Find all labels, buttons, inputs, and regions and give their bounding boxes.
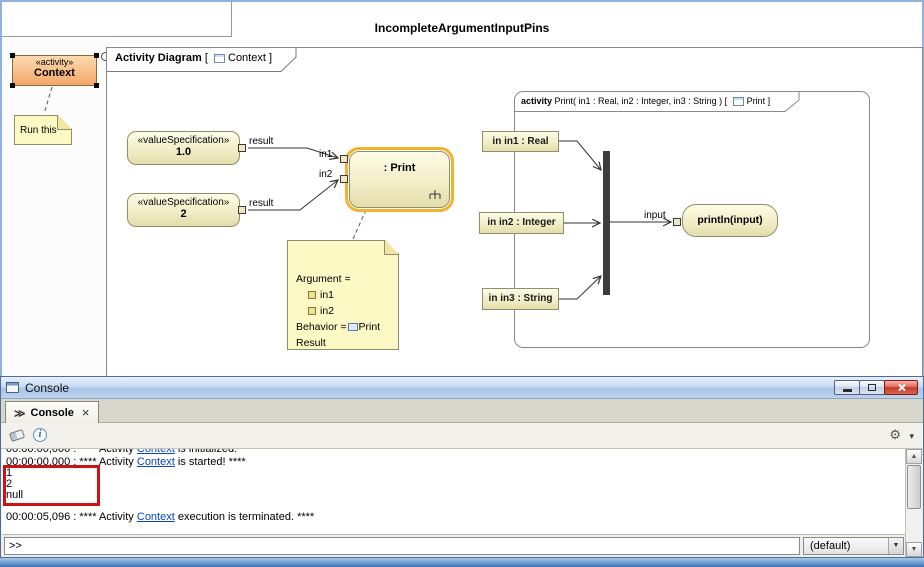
line-text: 00:00:05,096 : **** Activity	[6, 511, 137, 523]
window-buttons	[835, 380, 918, 395]
taskbar-strip	[0, 558, 924, 567]
selection-handle[interactable]	[10, 83, 15, 88]
context-stereotype: «activity»	[13, 57, 96, 67]
console-icon	[6, 382, 19, 393]
note-result-label: Result	[296, 335, 392, 351]
scrollbar-thumb[interactable]	[907, 465, 921, 509]
containment-area: «activity» Context Run this	[2, 37, 106, 378]
note-argument-in2: in2	[320, 303, 334, 319]
page-title: IncompleteArgumentInputPins	[2, 21, 922, 35]
result-pin[interactable]	[238, 206, 246, 214]
console-tab-label: Console	[31, 407, 74, 419]
context-anchor-line	[2, 37, 106, 378]
parameter-node-in1[interactable]: in in1 : Real	[482, 131, 559, 152]
input-edge-label: input	[644, 210, 666, 221]
selection-handle[interactable]	[94, 53, 99, 58]
console-titlebar[interactable]: Console	[1, 377, 923, 399]
value-label: 1.0	[128, 146, 239, 158]
minimize-icon	[843, 389, 852, 392]
scroll-up-icon[interactable]: ▲	[906, 449, 922, 464]
context-dropdown[interactable]: (default) ▼	[803, 537, 904, 555]
clear-console-icon[interactable]	[9, 429, 25, 442]
run-note-text: Run this	[20, 125, 57, 136]
note-argument-in1: in1	[320, 287, 334, 303]
result-pin-label: result	[249, 198, 273, 209]
console-window-title: Console	[25, 381, 69, 395]
console-tab-icon: ≫	[14, 407, 26, 420]
console-prompt-input[interactable]: >>	[4, 537, 800, 555]
pin-icon	[308, 291, 316, 299]
minimize-button[interactable]	[834, 380, 860, 395]
fork-node[interactable]	[603, 151, 610, 295]
note-behavior-name: Print	[359, 319, 381, 335]
pin-label-in2: in2	[319, 169, 332, 180]
result-pin[interactable]	[238, 144, 246, 152]
selection-handle[interactable]	[10, 53, 15, 58]
vertical-scrollbar[interactable]: ▲ ▼	[905, 449, 922, 557]
gear-icon[interactable]: ⚙	[889, 427, 901, 443]
close-icon	[897, 383, 906, 392]
note-behavior-label: Behavior =	[296, 319, 347, 335]
activity-diagram-canvas[interactable]: Activity Diagram [ Context ] activity Pr…	[106, 47, 923, 378]
rake-icon	[428, 189, 442, 201]
context-link[interactable]: Context	[137, 449, 175, 455]
scroll-down-icon[interactable]: ▼	[906, 542, 922, 557]
dropdown-arrow-icon[interactable]: ▼	[888, 538, 903, 554]
console-line: 00:00:05,096 : **** Activity Context exe…	[6, 511, 314, 523]
argument-note[interactable]: Argument = in1 in2 Behavior = Print Resu…	[287, 240, 399, 350]
param-label: in3 : String	[497, 293, 552, 304]
tab-close-icon[interactable]: ×	[82, 408, 90, 418]
behavior-icon	[348, 323, 358, 331]
param-label: in1 : Real	[501, 136, 548, 147]
line-text: is initialized. ****	[175, 449, 258, 455]
tab-console[interactable]: ≫ Console ×	[5, 401, 99, 424]
console-line: 00:00:00,000 : **** Activity Context is …	[6, 449, 257, 455]
parameter-node-in2[interactable]: in in2 : Integer	[479, 212, 564, 234]
println-action-name: println(input)	[697, 214, 762, 226]
pin-label-in1: in1	[319, 149, 332, 160]
value-specification-1[interactable]: «valueSpecification» 1.0	[127, 131, 240, 165]
line-text: is started! ****	[175, 456, 246, 468]
chevron-down-icon[interactable]: ▾	[909, 431, 914, 442]
value-specification-2[interactable]: «valueSpecification» 2	[127, 193, 240, 227]
run-this-note[interactable]: Run this	[14, 115, 72, 145]
restore-button[interactable]	[859, 380, 885, 395]
note-argument-label: Argument =	[296, 271, 392, 287]
context-activity-node[interactable]: «activity» Context	[12, 55, 97, 86]
param-direction: in	[492, 136, 501, 147]
stereotype-label: «valueSpecification»	[128, 197, 239, 208]
println-action[interactable]: println(input)	[682, 204, 778, 237]
console-output[interactable]: 00:00:00,000 : **** Activity Context is …	[2, 449, 905, 535]
input-pin-in1[interactable]	[340, 155, 348, 163]
selection-handle[interactable]	[94, 83, 99, 88]
line-text: 00:00:00,000 : **** Activity	[6, 449, 137, 455]
parameter-node-in3[interactable]: in in3 : String	[482, 288, 559, 310]
console-window: Console ≫ Console × i ⚙ ▾ 00:00:00,000 :…	[0, 376, 924, 558]
modeling-tool-window: IncompleteArgumentInputPins «activity» C…	[0, 0, 924, 376]
pin-icon	[308, 307, 316, 315]
console-tab-bar: ≫ Console ×	[1, 399, 923, 423]
line-text: execution is terminated. ****	[175, 511, 314, 523]
param-label: in2 : Integer	[496, 217, 555, 228]
info-icon[interactable]: i	[33, 428, 47, 442]
stereotype-label: «valueSpecification»	[128, 135, 239, 146]
highlight-box	[3, 465, 100, 506]
context-link[interactable]: Context	[137, 456, 175, 468]
context-dropdown-value: (default)	[804, 540, 888, 552]
param-direction: in	[487, 217, 496, 228]
context-link[interactable]: Context	[137, 511, 175, 523]
print-call-action[interactable]: : Print	[349, 151, 450, 208]
print-action-name: : Print	[350, 162, 449, 174]
result-pin-label: result	[249, 136, 273, 147]
console-input-row: >> (default) ▼	[2, 535, 905, 557]
console-toolbar: i ⚙ ▾	[1, 423, 923, 449]
input-pin-in2[interactable]	[340, 175, 348, 183]
value-label: 2	[128, 208, 239, 220]
println-input-pin[interactable]	[673, 218, 681, 226]
context-name: Context	[13, 67, 96, 79]
close-button[interactable]	[884, 380, 918, 395]
restore-icon	[868, 384, 876, 391]
